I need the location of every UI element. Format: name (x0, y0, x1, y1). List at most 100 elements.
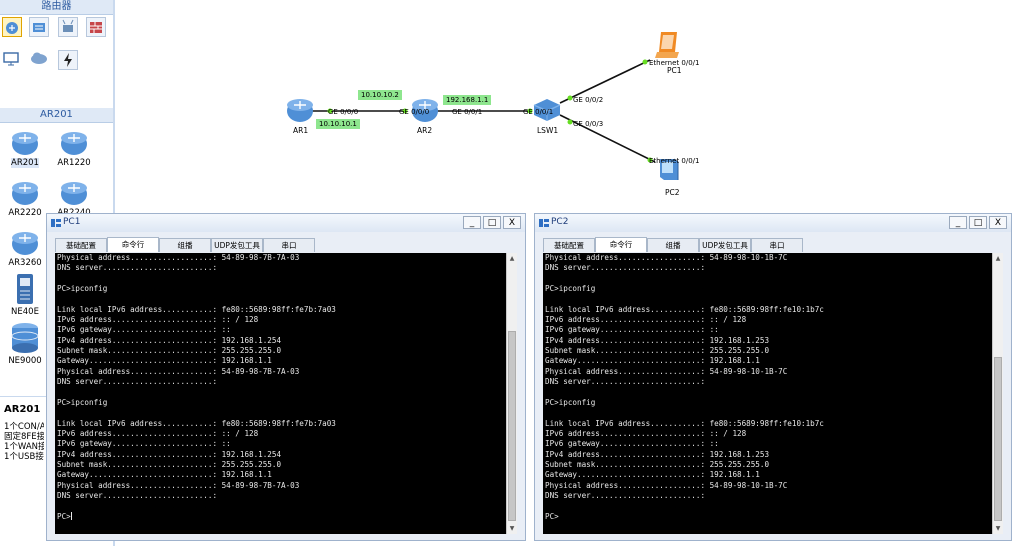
minimize-button[interactable]: _ (463, 216, 481, 229)
pc2-title-bar[interactable]: PC2 _ □ X (535, 214, 1011, 232)
tab-basic-config[interactable]: 基础配置 (55, 238, 107, 252)
console-line: Physical address..................: 54-8… (57, 366, 300, 376)
console-line: Subnet mask.......................: 255.… (545, 346, 770, 356)
pc1-scrollbar[interactable]: ▲ ▼ (506, 253, 517, 534)
console-line: DNS server........................: (545, 263, 706, 273)
console-line: IPv6 address......................: :: /… (545, 428, 747, 438)
console-line: Link local IPv6 address...........: fe80… (545, 418, 824, 428)
pc1-console-output[interactable]: Physical address..................: 54-8… (55, 253, 517, 534)
pc2-label: PC2 (665, 188, 680, 197)
ar1-router-icon[interactable] (285, 95, 315, 123)
console-line: IPv6 gateway......................: :: (57, 325, 231, 335)
router-icon (12, 182, 38, 205)
app-logo-icon (539, 219, 549, 227)
lsw1-label: LSW1 (537, 126, 559, 135)
scroll-thumb[interactable] (994, 357, 1002, 521)
device-ar2240[interactable]: AR2240 (49, 178, 99, 218)
device-ar2220[interactable]: AR2220 (0, 178, 50, 218)
pc1-title-bar[interactable]: PC1 _ □ X (47, 214, 525, 232)
scroll-up-arrow-icon[interactable]: ▲ (509, 255, 515, 262)
tab-basic-config[interactable]: 基础配置 (543, 238, 595, 252)
scroll-down-arrow-icon[interactable]: ▼ (509, 525, 515, 532)
pc2-monitor-icon[interactable] (655, 155, 683, 185)
console-line: DNS server........................: (57, 490, 218, 500)
console-line: Link local IPv6 address...........: fe80… (57, 304, 336, 314)
firewall-category-button[interactable] (86, 17, 106, 37)
wlan-category-button[interactable] (58, 17, 78, 37)
maximize-button[interactable]: □ (483, 216, 501, 229)
lsw1-port-left-label: GE 0/0/1 (523, 108, 554, 116)
lightning-icon (64, 53, 72, 67)
tab-serial[interactable]: 串口 (263, 238, 315, 252)
app-logo-icon (51, 219, 61, 227)
console-line: Physical address..................: 54-8… (545, 366, 788, 376)
console-line: DNS server........................: (545, 377, 706, 387)
close-button[interactable]: X (503, 216, 521, 229)
console-line: Subnet mask.......................: 255.… (57, 346, 282, 356)
topology-canvas[interactable]: AR1 GE 0/0/0 10.10.10.1 AR2 GE 0/0/0 GE … (115, 0, 1024, 212)
firewall-icon (90, 22, 102, 33)
ar2-router-icon[interactable] (410, 95, 440, 123)
ar1-label: AR1 (293, 126, 309, 135)
cylinder-router-icon (11, 323, 39, 353)
device-info-line: 1个CON/AUX (4, 422, 44, 432)
tab-command-line[interactable]: 命令行 (107, 237, 159, 252)
text-cursor (70, 511, 72, 520)
cloud-category-button[interactable] (29, 50, 49, 70)
tab-udp-tool[interactable]: UDP发包工具 (699, 238, 751, 252)
router-icon (6, 22, 18, 34)
scroll-up-arrow-icon[interactable]: ▲ (995, 255, 1001, 262)
connection-category-button[interactable] (58, 50, 78, 70)
console-line: IPv4 address......................: 192.… (57, 449, 282, 459)
chassis-router-icon (17, 274, 33, 304)
tab-multicast[interactable]: 组播 (159, 238, 211, 252)
router-category-button[interactable] (2, 17, 22, 37)
pc2-title: PC2 (551, 217, 569, 227)
wireless-icon (62, 19, 74, 32)
palette-title: 路由器 (0, 0, 113, 15)
tab-udp-tool[interactable]: UDP发包工具 (211, 238, 263, 252)
console-line: IPv6 gateway......................: :: (545, 439, 719, 449)
device-ne40e[interactable]: NE40E (0, 273, 50, 317)
device-ar1220[interactable]: AR1220 (49, 128, 99, 168)
device-ar201[interactable]: AR201 (0, 128, 50, 168)
close-button[interactable]: X (989, 216, 1007, 229)
topology-links (311, 59, 656, 163)
ar2-left-ip-tag: 10.10.10.2 (358, 90, 402, 100)
console-line: Physical address..................: 54-8… (545, 253, 788, 262)
minimize-button[interactable]: _ (949, 216, 967, 229)
router-icon (61, 132, 87, 155)
console-line: PC> (57, 511, 71, 521)
ar2-port-left-label: GE 0/0/0 (399, 108, 430, 116)
device-info-line: 固定8FE接口 (4, 432, 44, 442)
scroll-down-arrow-icon[interactable]: ▼ (995, 525, 1001, 532)
pc2-console-output[interactable]: Physical address..................: 54-8… (543, 253, 1003, 534)
console-line: IPv4 address......................: 192.… (57, 335, 282, 345)
maximize-button[interactable]: □ (969, 216, 987, 229)
pc2-console-window[interactable]: PC2 _ □ X 基础配置 命令行 组播 UDP发包工具 串口 Physica… (534, 213, 1012, 541)
tab-serial[interactable]: 串口 (751, 238, 803, 252)
console-line: PC>ipconfig (57, 397, 108, 407)
ar1-ip-tag: 10.10.10.1 (316, 119, 360, 129)
console-line: Physical address..................: 54-8… (57, 480, 300, 490)
console-line: DNS server........................: (57, 263, 218, 273)
console-line: DNS server........................: (545, 490, 706, 500)
tab-command-line[interactable]: 命令行 (595, 237, 647, 252)
scroll-thumb[interactable] (508, 331, 516, 521)
device-ne9000[interactable]: NE9000 (0, 322, 50, 366)
lsw1-switch-icon[interactable] (532, 95, 562, 123)
console-line: Gateway...........................: 192.… (57, 356, 272, 366)
switch-category-button[interactable] (29, 17, 49, 37)
pc2-scrollbar[interactable]: ▲ ▼ (992, 253, 1003, 534)
tab-multicast[interactable]: 组播 (647, 238, 699, 252)
pc1-port-label: Ethernet 0/0/1 (649, 59, 700, 67)
pc1-console-window[interactable]: PC1 _ □ X 基础配置 命令行 组播 UDP发包工具 串口 Physica… (46, 213, 526, 541)
pc-category-button[interactable] (2, 50, 22, 70)
console-line: Link local IPv6 address...........: fe80… (57, 418, 336, 428)
console-line: Subnet mask.......................: 255.… (545, 459, 770, 469)
router-icon (61, 182, 87, 205)
pc1-laptop-icon[interactable] (653, 30, 685, 62)
pc1-console-text: Physical address..................: 54-8… (55, 253, 517, 522)
device-ar3260[interactable]: AR3260 (0, 228, 50, 268)
switch-icon (33, 23, 45, 32)
